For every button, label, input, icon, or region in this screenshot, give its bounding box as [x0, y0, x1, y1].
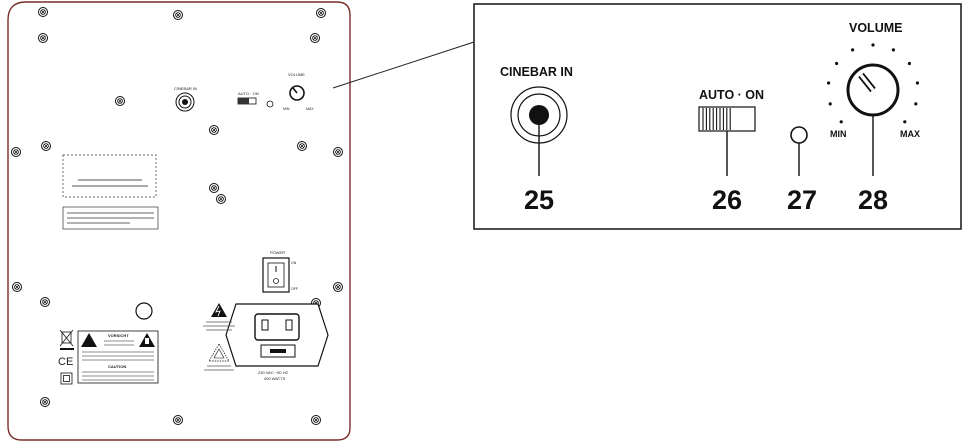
volume-knob — [846, 63, 900, 117]
status-led — [790, 126, 808, 144]
screw-icon — [40, 297, 50, 307]
panel-power-label: POWER — [270, 250, 285, 255]
volume-scale-dot — [903, 120, 907, 124]
panel-warning-title: VORSICHT — [108, 333, 129, 338]
panel-port — [135, 302, 153, 320]
panel-cinebar-label: CINEBAR IN — [174, 86, 197, 91]
callout-zoom-box: CINEBAR IN 25 AUTO · ON 26 27 VOLUME MIN… — [473, 3, 962, 230]
panel-label-area — [62, 154, 157, 198]
volume-min-label: MIN — [830, 129, 847, 139]
screw-icon — [209, 125, 219, 135]
volume-scale-dot — [915, 81, 920, 85]
panel-outline — [7, 1, 351, 441]
rear-panel: CINEBAR IN AUTO · ON VOLUME MIN MAX POWE… — [7, 1, 475, 441]
volume-label: VOLUME — [849, 21, 902, 35]
panel-warning-sticker — [77, 330, 159, 384]
panel-power-switch — [262, 257, 290, 293]
screw-icon — [310, 33, 320, 43]
volume-scale-dot — [891, 48, 896, 52]
screw-icon — [209, 183, 219, 193]
screw-icon — [38, 7, 48, 17]
callout-number-25: 25 — [524, 185, 554, 215]
screw-icon — [311, 415, 321, 425]
panel-square-symbol — [60, 372, 73, 385]
weee-bin-icon — [59, 329, 74, 350]
volume-scale-dot — [839, 120, 843, 124]
volume-scale-dot — [914, 102, 918, 106]
volume-scale-dot — [828, 102, 832, 106]
panel-mains-inlet — [225, 303, 329, 367]
volume-scale-dot — [871, 43, 875, 47]
screw-icon — [38, 33, 48, 43]
warning-triangle-icon — [211, 303, 227, 317]
ce-mark-icon: CE — [58, 356, 73, 368]
panel-switch-label: AUTO · ON — [238, 91, 259, 96]
panel-volume-label: VOLUME — [288, 72, 305, 77]
cinebar-in-label: CINEBAR IN — [500, 65, 573, 79]
panel-power-on: ON — [291, 261, 297, 265]
volume-scale-dot — [827, 81, 831, 85]
volume-scale-dot — [907, 61, 912, 66]
panel-led — [266, 100, 274, 108]
panel-max-label: MAX — [306, 107, 314, 111]
volume-scale-dot — [851, 48, 855, 52]
auto-on-label: AUTO · ON — [699, 88, 764, 102]
callout-leader-line — [332, 41, 475, 89]
screw-icon — [316, 8, 326, 18]
panel-power-off: OFF — [291, 287, 298, 291]
auto-on-switch — [698, 106, 756, 132]
panel-mains-rating-1: 230 VAC ~50 HZ — [258, 370, 289, 375]
double-insulation-icon — [208, 343, 230, 362]
screw-icon — [333, 147, 343, 157]
screw-icon — [11, 147, 21, 157]
screw-icon — [41, 141, 51, 151]
screw-icon — [40, 397, 50, 407]
panel-mains-rating-2: 400 WATTS — [264, 376, 286, 381]
volume-scale-dots — [827, 43, 920, 124]
callout-number-26: 26 — [712, 185, 742, 215]
screw-icon — [173, 10, 183, 20]
panel-min-label: MIN — [283, 107, 290, 111]
volume-max-label: MAX — [900, 129, 920, 139]
screw-icon — [12, 282, 22, 292]
screw-icon — [216, 194, 226, 204]
panel-caution-title: CAUTION — [108, 364, 126, 369]
panel-volume-knob — [289, 85, 305, 101]
screw-icon — [115, 96, 125, 106]
screw-icon — [297, 141, 307, 151]
volume-scale-dot — [835, 61, 839, 66]
panel-screws — [11, 7, 343, 425]
screw-icon — [173, 415, 183, 425]
screw-icon — [333, 282, 343, 292]
callout-number-28: 28 — [858, 185, 888, 215]
callout-number-27: 27 — [787, 185, 817, 215]
panel-cinebar-jack — [175, 92, 195, 112]
panel-auto-switch — [237, 97, 257, 105]
